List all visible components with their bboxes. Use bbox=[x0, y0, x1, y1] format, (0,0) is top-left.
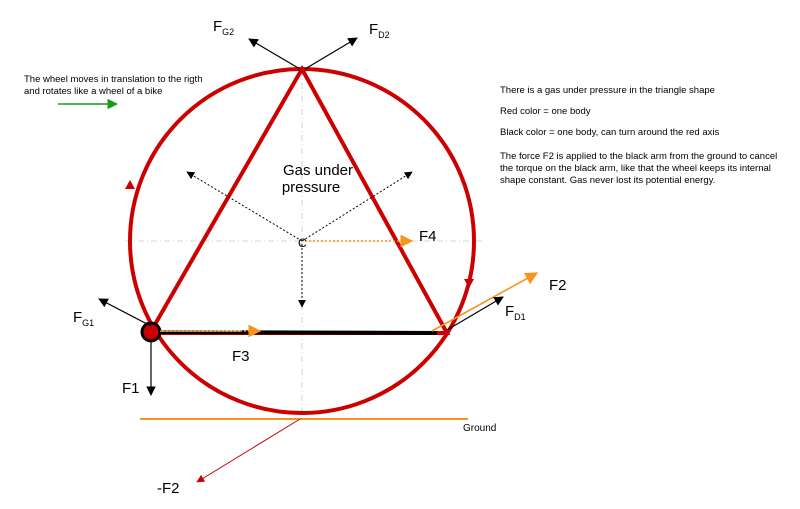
red-body-note: Red color = one body bbox=[500, 106, 591, 117]
neg-F2-arrow bbox=[196, 418, 301, 483]
F2-label: F2 bbox=[549, 277, 567, 294]
force-note-line1: The force F2 is applied to the black arm… bbox=[500, 151, 778, 162]
center-label: C bbox=[298, 236, 307, 250]
F1-label: F1 bbox=[122, 380, 140, 397]
F2-arrow bbox=[431, 272, 539, 332]
force-note-line3: shape constant. Gas never lost its poten… bbox=[500, 175, 716, 186]
neg-F2-label: -F2 bbox=[157, 480, 180, 497]
motion-note-line2: and rotates like a wheel of a bike bbox=[24, 86, 163, 97]
FD2-label: FD2 bbox=[369, 21, 390, 40]
pressure-arrow-upright bbox=[301, 171, 413, 242]
ground-label: Ground bbox=[463, 423, 496, 434]
rim-direction-arrow-right bbox=[464, 279, 474, 288]
FD1-label: FD1 bbox=[505, 303, 526, 322]
gas-note: There is a gas under pressure in the tri… bbox=[500, 85, 715, 96]
FG1-label: FG1 bbox=[73, 309, 94, 328]
FD1-arrow bbox=[446, 296, 504, 331]
gas-label-line2: pressure bbox=[282, 179, 340, 196]
F3-label: F3 bbox=[232, 348, 250, 365]
force-note-line2: the torque on the black arm, like that t… bbox=[500, 163, 771, 174]
motion-note-line1: The wheel moves in translation to the ri… bbox=[24, 74, 203, 85]
rim-direction-arrow-left bbox=[125, 180, 135, 189]
FD2-arrow bbox=[304, 37, 358, 70]
black-body-note: Black color = one body, can turn around … bbox=[500, 127, 720, 138]
gas-label-line1: Gas under bbox=[283, 162, 353, 179]
black-arm bbox=[151, 330, 438, 335]
F4-label: F4 bbox=[419, 228, 437, 245]
FG2-label: FG2 bbox=[213, 18, 234, 37]
FG1-arrow bbox=[98, 298, 152, 327]
FG2-arrow bbox=[248, 38, 301, 70]
